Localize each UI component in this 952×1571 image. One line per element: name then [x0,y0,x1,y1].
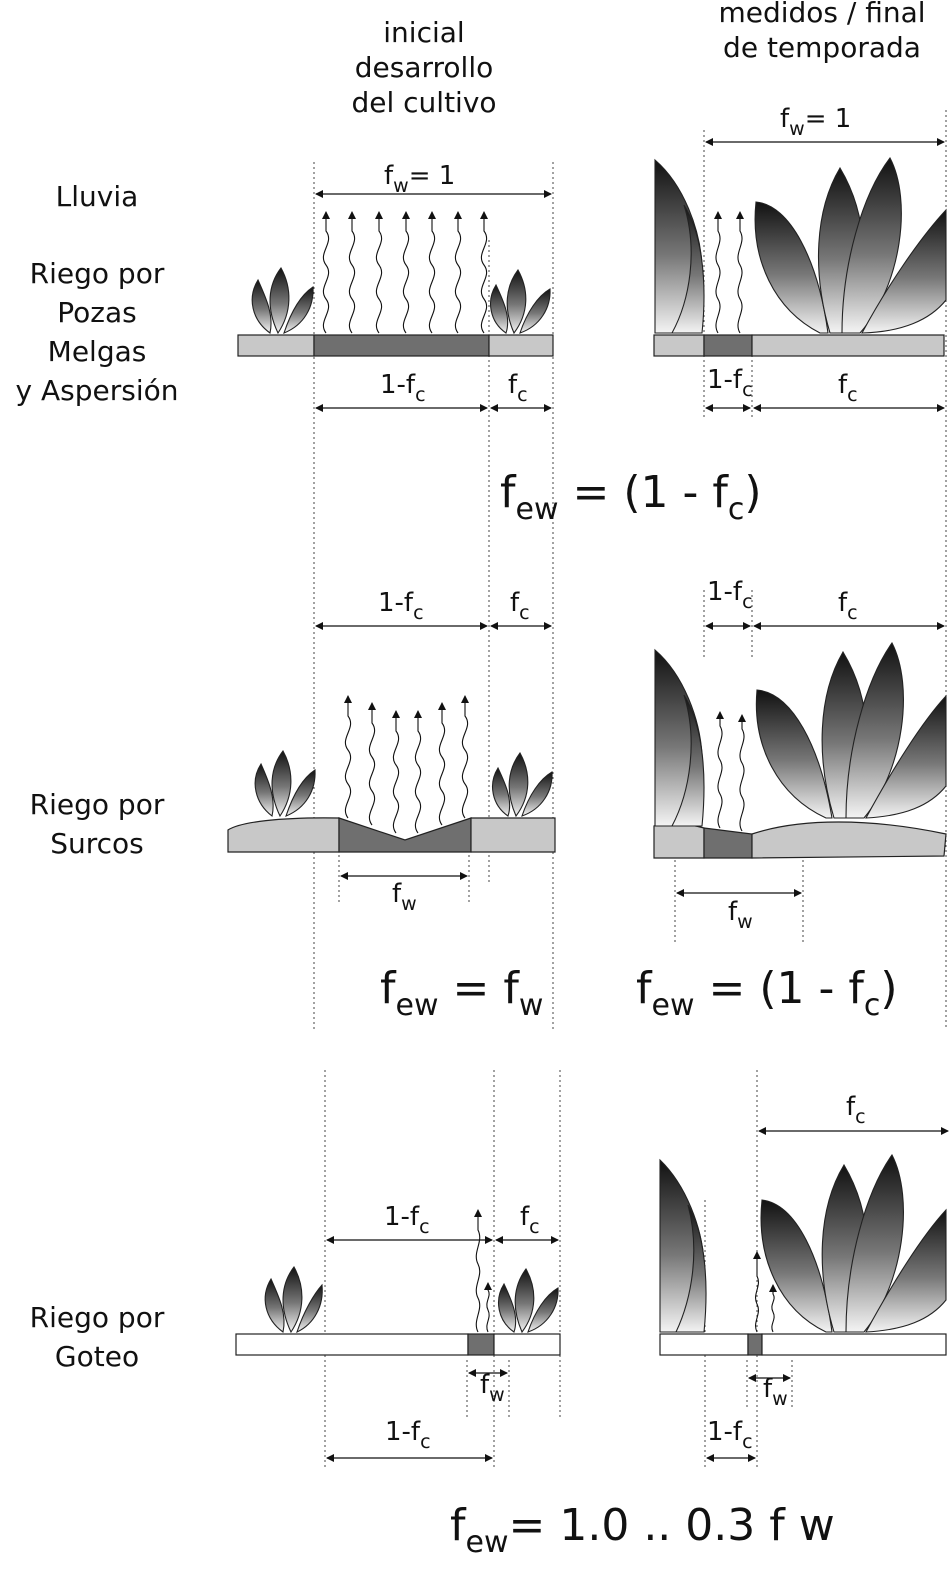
row1-left-soil [238,335,553,356]
row-label-1: Lluvia Riego por Pozas Melgas y Aspersió… [16,180,179,407]
svg-text:1-fc: 1-fc [707,577,753,613]
svg-text:1-fc: 1-fc [380,370,426,406]
svg-text:fw: fw [728,897,753,933]
row2-left-plant-b [493,753,553,816]
row2-left-soil-furrow [228,818,555,852]
row-label-2: Riego por Surcos [30,788,165,860]
svg-text:fw: fw [392,879,417,915]
svg-text:1-fc: 1-fc [384,1202,430,1238]
svg-text:fc: fc [846,1092,866,1128]
row3-right-soil [660,1334,946,1355]
row2-left-fw-dimension: fw [341,876,467,915]
row2-right-fw-dimension: fw [677,893,801,933]
row2-left-evaporation-waves [345,696,467,833]
row2-line1: Riego por [30,788,165,821]
row2-line2: Surcos [50,827,144,860]
row1-left-fc-dimension: fc [491,370,551,408]
header-col1: inicial desarrollo del cultivo [351,16,496,119]
row3-right-fw-dimension: fw [749,1374,790,1410]
svg-text:fc: fc [520,1202,540,1238]
row1-line4: Melgas [48,335,147,368]
svg-text:1-fc: 1-fc [378,588,424,624]
row3-line1: Riego por [30,1301,165,1334]
svg-text:1-fc: 1-fc [707,365,753,401]
row1-left-fw-dimension: fw= 1 [316,161,551,197]
equation-3: few= 1.0 .. 0.3 f w [450,1500,835,1560]
row1-right-1fc-dimension: 1-fc [706,365,753,408]
row3-left-fw-dimension: fw [469,1370,507,1406]
row3-left-plant-a [265,1267,322,1332]
header-col1-line3: del cultivo [351,86,496,119]
row2-right-evaporation-waves [718,712,744,831]
row2-right-plant-large [756,643,946,818]
svg-text:fc: fc [510,588,530,624]
row2-right-top-dimensions: 1-fc fc [706,577,944,626]
row2-right-plant-partial [655,650,704,826]
row1-right-soil [654,335,944,356]
row3-right-plant-large [761,1155,946,1332]
row1-right-plant-large [755,158,946,333]
row3-right-1fc-dimension: 1-fc [707,1417,755,1458]
equation-2b: few = (1 - fc) [636,963,898,1023]
row3-left-1fc-dimension: 1-fc [327,1417,492,1458]
row1-line5: y Aspersión [16,374,179,407]
header-col2-line1: medidos / final [718,0,925,29]
row3-line2: Goteo [55,1340,139,1373]
row2-left-top-dimensions: 1-fc fc [316,588,551,626]
row-label-3: Riego por Goteo [30,1301,165,1373]
row1-left-plant-a [252,268,313,333]
row1-left-plant-b [491,270,551,333]
row3-left-plant-b [499,1269,559,1332]
header-col1-line1: inicial [383,16,464,49]
svg-text:fw: fw [480,1370,505,1406]
equation-2a: few = fw [380,963,543,1023]
row1-left-1fc-dimension: 1-fc [316,370,487,408]
row1-line1: Lluvia [56,180,139,213]
svg-text:1-fc: 1-fc [385,1417,431,1453]
svg-text:fc: fc [838,370,858,406]
row2-right-soil [654,822,946,858]
equation-1: few = (1 - fc) [500,467,762,527]
row1-left-evaporation-waves [323,212,486,333]
svg-text:1-fc: 1-fc [707,1417,753,1453]
row3-left-soil [236,1334,560,1355]
row1-right-fw-dimension: fw= 1 [706,104,944,142]
header-col2-line2: de temporada [723,31,921,64]
row1-right-fc-dimension: fc [754,370,944,408]
svg-text:fc: fc [508,370,528,406]
row1-line2: Riego por [30,257,165,290]
row1-right-evaporation-waves [716,212,742,333]
header-col1-line2: desarrollo [355,51,493,84]
svg-text:fc: fc [838,588,858,624]
row1-line3: Pozas [57,296,136,329]
row1-right-plant-partial [655,160,704,333]
row3-right-fc-dimension: fc [759,1092,948,1131]
row3-left-drip-waves [476,1210,489,1332]
header-col2: medidos / final de temporada [718,0,925,64]
svg-text:fw= 1: fw= 1 [384,161,455,197]
row3-right-plant-partial [660,1160,706,1332]
svg-text:fw= 1: fw= 1 [780,104,851,140]
row2-left-plant-a [255,751,315,816]
svg-text:fw: fw [763,1374,788,1410]
row3-left-top-dimensions: 1-fc fc [327,1202,558,1240]
